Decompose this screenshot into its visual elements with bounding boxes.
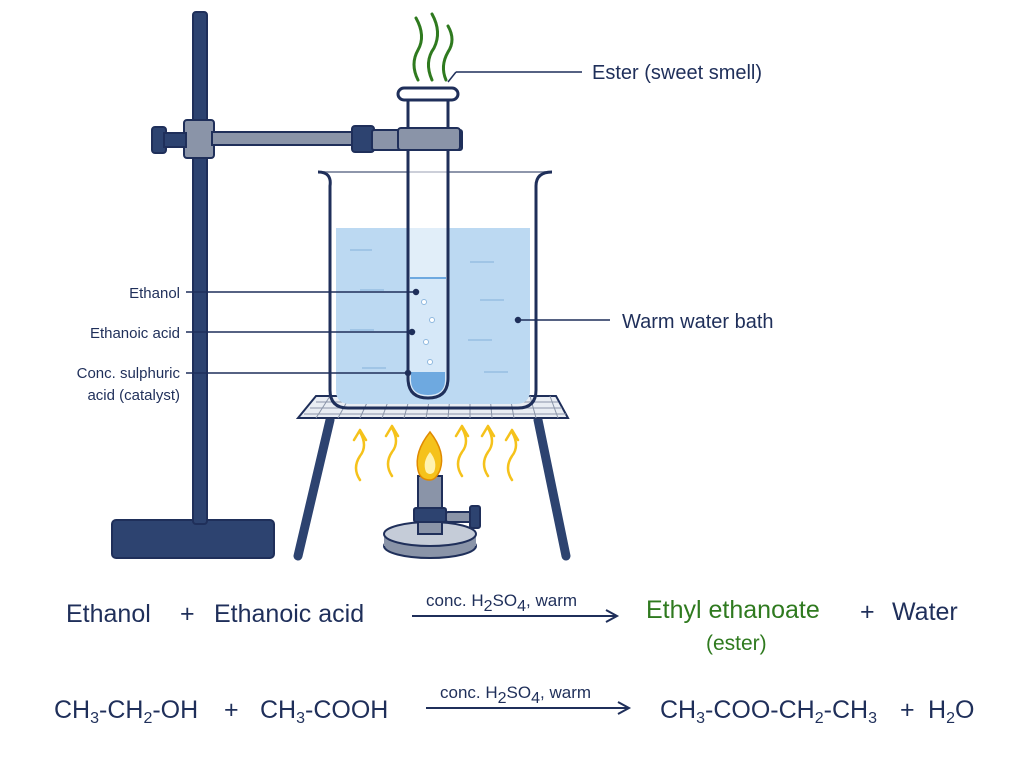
flame-icon xyxy=(416,430,443,481)
catalyst-label-line2: acid (catalyst) xyxy=(87,387,180,404)
formula-reaction-arrow xyxy=(426,701,632,715)
ester-label: Ester (sweet smell) xyxy=(592,62,762,84)
formula-plus-1: + xyxy=(224,696,239,724)
leader-lines xyxy=(186,71,610,377)
ethanoic-acid-label: Ethanoic acid xyxy=(90,325,180,342)
word-reactant-ethanol: Ethanol xyxy=(66,600,151,628)
water-bath-label: Warm water bath xyxy=(622,311,774,333)
word-condition: conc. H2SO4, warm xyxy=(426,591,577,615)
formula-plus-2: + xyxy=(900,696,915,724)
word-equation: Ethanol + Ethanoic acid conc. H2SO4, war… xyxy=(66,591,958,655)
ester-vapour xyxy=(412,12,454,82)
formula-condition: conc. H2SO4, warm xyxy=(440,683,591,707)
word-reaction-arrow xyxy=(412,609,620,623)
formula-reactant-ethanoic-acid: CH3-COOH xyxy=(260,696,388,727)
bunsen-burner xyxy=(383,475,481,559)
formula-product-water: H2O xyxy=(928,696,974,727)
word-product-ethyl-ethanoate: Ethyl ethanoate xyxy=(646,596,820,624)
word-plus-1: + xyxy=(180,600,195,628)
ethanol-label: Ethanol xyxy=(129,285,180,302)
heat-arrows xyxy=(352,424,520,482)
formula-reactant-ethanol: CH3-CH2-OH xyxy=(54,696,198,727)
catalyst-label-line1: Conc. sulphuric xyxy=(77,365,181,382)
word-product-water: Water xyxy=(892,598,958,626)
word-product-ester-note: (ester) xyxy=(706,632,767,655)
tripod xyxy=(293,415,571,561)
word-reactant-ethanoic-acid: Ethanoic acid xyxy=(214,600,364,628)
formula-equation: CH3-CH2-OH + CH3-COOH conc. H2SO4, warm … xyxy=(54,683,974,727)
formula-product-ester: CH3-COO-CH2-CH3 xyxy=(660,696,877,727)
test-tube xyxy=(396,86,461,400)
word-plus-2: + xyxy=(860,598,875,626)
